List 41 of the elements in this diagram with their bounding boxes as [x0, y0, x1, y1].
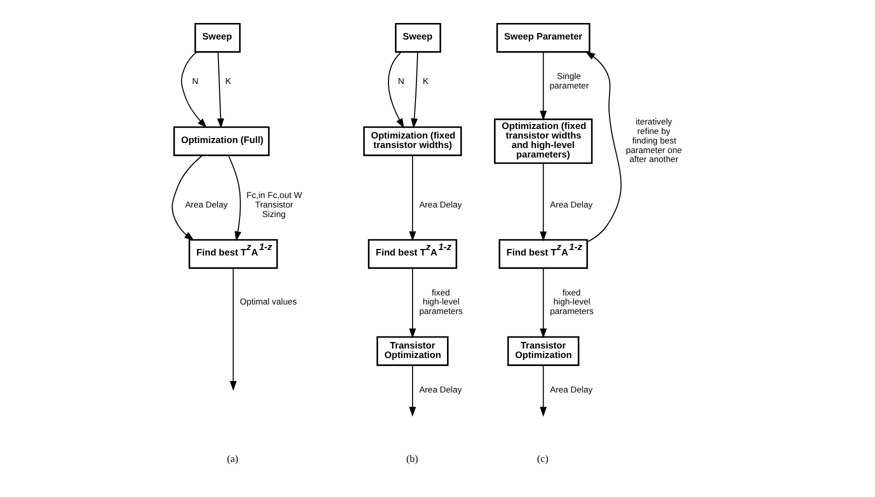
node-box: Optimization (fixed transistor widths and high-level parameters) — [493, 118, 592, 164]
edge-label: Area Delay — [418, 384, 462, 394]
node-box: Sweep — [194, 22, 240, 53]
edge-label: Area Delay — [418, 200, 462, 210]
arrow — [180, 52, 206, 128]
arrow — [408, 268, 416, 338]
edge-label: N — [192, 76, 198, 86]
edge-label: Area Delay — [184, 200, 228, 210]
arrow — [408, 365, 416, 417]
edge-label: N — [398, 76, 404, 86]
edge-label: iteratively refine by finding best parameter one after another — [625, 116, 682, 164]
arrow — [584, 51, 621, 242]
arrow — [539, 52, 546, 121]
arrow — [539, 268, 546, 338]
node-box: Optimization (Full) — [172, 126, 270, 156]
edge-label: Fc,in Fc,out W Transistor Sizing — [246, 190, 302, 220]
arrow — [408, 155, 416, 242]
arrow — [229, 268, 236, 391]
edge-label: Single parameter — [549, 71, 588, 91]
arrow — [410, 52, 418, 128]
edge-label: fixed high-level parameters — [418, 287, 462, 316]
label: (b) — [406, 454, 418, 465]
edge-label: K — [422, 76, 428, 86]
node-box: Transistor Optimization — [376, 336, 448, 366]
edge-label: K — [224, 76, 231, 86]
node-box: Sweep — [394, 22, 441, 53]
arrow — [539, 365, 546, 417]
node-box: Transistor Optimization — [506, 336, 579, 366]
edge-label: Area Delay — [549, 384, 592, 394]
label: (a) — [226, 454, 238, 465]
node-box: Sweep Parameter — [496, 22, 590, 53]
edge-label: fixed high-level parameters — [549, 287, 594, 316]
arrow — [388, 52, 404, 128]
arrow — [539, 163, 546, 242]
edge-label: Optimal values — [239, 296, 296, 307]
edge-label: Area Delay — [549, 200, 592, 210]
arrow — [171, 155, 202, 241]
label: (c) — [536, 454, 548, 465]
arrow — [216, 52, 224, 128]
arrow — [228, 155, 241, 242]
node-box: Optimization (fixed transistor widths) — [362, 126, 462, 156]
